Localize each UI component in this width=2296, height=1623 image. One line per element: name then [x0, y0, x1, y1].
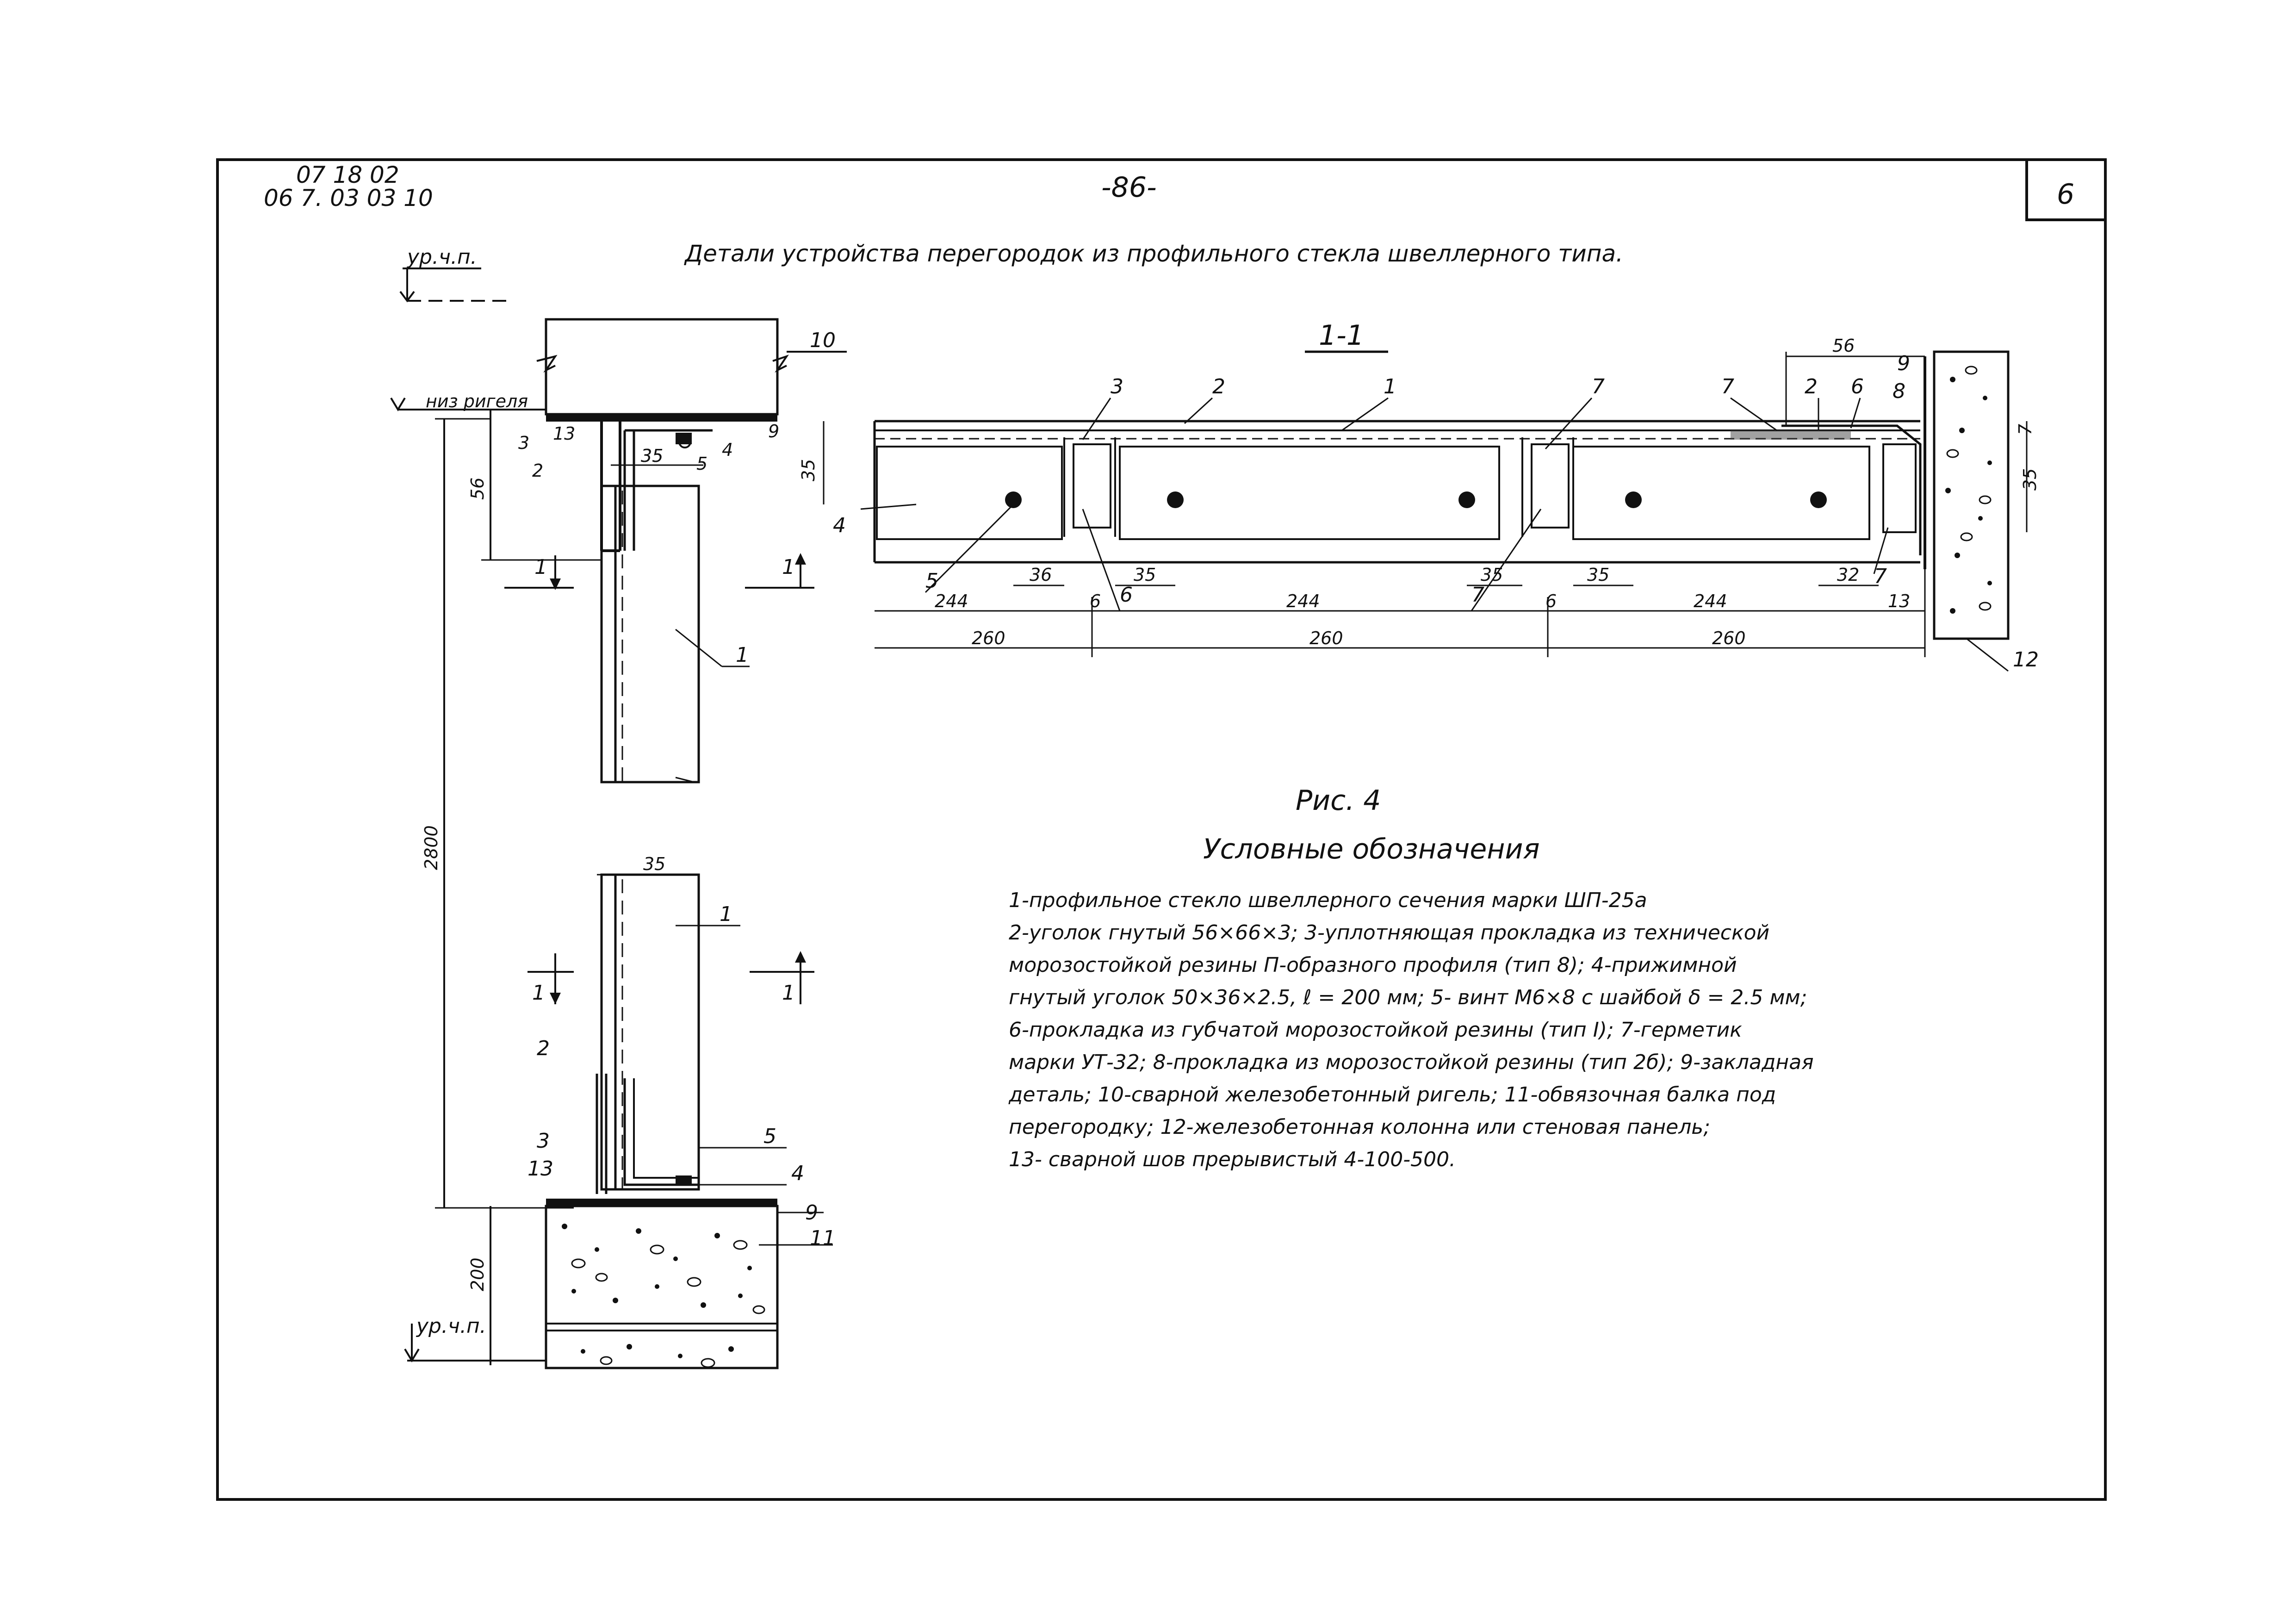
callout-5-top: 5	[696, 454, 707, 474]
elevation-top-detail: ур.ч.п. низ ригеля 56 35 1	[390, 245, 847, 784]
document-code-1: 07 18 02	[296, 162, 399, 188]
legend-line: 13- сварной шов прерывистый 4-100-500.	[1009, 1148, 1456, 1171]
dim-35-plan-left: 35	[798, 459, 819, 481]
section-marker-upper-right: 1	[782, 555, 795, 579]
dim-244-2: 244	[1286, 591, 1320, 611]
plan-callout-7-c: 7	[1471, 583, 1484, 607]
plan-callout-7-b: 7	[1721, 375, 1734, 398]
plan-callout-2: 2	[1212, 375, 1225, 398]
figure-caption: Рис. 4	[1296, 784, 1381, 817]
dim-260-2: 260	[1309, 628, 1343, 648]
plan-callout-6-b: 6	[1120, 583, 1133, 607]
callout-3-bottom: 3	[537, 1129, 550, 1153]
dim-32: 32	[1837, 565, 1859, 585]
callout-10: 10	[810, 329, 836, 352]
plan-callout-4: 4	[833, 514, 846, 537]
legend-line: морозостойкой резины П-образного профиля…	[1009, 953, 1737, 977]
sheet-number-box	[2025, 158, 2107, 221]
plan-callout-8: 8	[1893, 379, 1905, 403]
callout-1-top: 1	[736, 643, 749, 667]
plan-callout-1: 1	[1384, 375, 1396, 398]
dim-2800: 2800	[421, 825, 441, 870]
dim-200: 200	[467, 1257, 488, 1291]
legend-line: деталь; 10-сварной железобетонный ригель…	[1008, 1083, 1776, 1107]
level-label-floor: ур.ч.п.	[416, 1314, 486, 1338]
callout-35-top: 35	[641, 446, 663, 466]
callout-2-bottom: 2	[537, 1037, 550, 1060]
dim-35-top: 35	[641, 446, 663, 466]
height-dimension: 2800	[421, 418, 574, 1209]
level-label-beam: низ ригеля	[426, 391, 528, 411]
callout-3-top: 3	[518, 433, 529, 453]
sheet-number: 6	[2057, 178, 2074, 211]
dim-260-3: 260	[1712, 628, 1746, 648]
sheet-frame	[216, 158, 2107, 1501]
callout-2-top: 2	[532, 460, 543, 481]
callout-4-bottom: 4	[791, 1162, 804, 1185]
section-marker-lower-right: 1	[782, 981, 795, 1005]
dim-260-1: 260	[972, 628, 1005, 648]
concrete-beam	[545, 1205, 779, 1369]
section-marker-upper-left: 1	[534, 555, 547, 579]
plan-callout-3: 3	[1111, 375, 1123, 398]
dim-35-c: 35	[1587, 565, 1609, 585]
legend-line: 1-профильное стекло швеллерного сечения …	[1009, 889, 1647, 912]
dim-35-a: 35	[1134, 565, 1156, 585]
document-code-2: 06 7. 03 03 10	[264, 185, 433, 211]
callout-13-top: 13	[553, 423, 575, 444]
section-title: 1-1	[1319, 319, 1364, 352]
callout-9-bottom: 9	[805, 1201, 818, 1225]
callout-4-top: 4	[722, 440, 733, 460]
dim-56-elev: 56	[467, 478, 488, 500]
dim-13: 13	[1888, 591, 1910, 611]
plan-callout-6: 6	[1851, 375, 1864, 398]
elevation-bottom-detail: 35 200 ур.ч.п.	[404, 854, 836, 1369]
plan-callout-2-b: 2	[1805, 375, 1818, 398]
legend-line: марки УТ-32; 8-прокладка из морозостойко…	[1009, 1051, 1814, 1074]
callout-1-bottom: 1	[720, 902, 732, 926]
plan-section-detail: 1-1	[798, 319, 2040, 672]
legend: 1-профильное стекло швеллерного сечения …	[1008, 889, 1814, 1171]
callout-9-top: 9	[768, 421, 779, 442]
legend-line: 2-уголок гнутый 56×66×3; 3-уплотняющая п…	[1009, 921, 1769, 945]
plan-callout-5: 5	[925, 569, 938, 593]
legend-line: гнутый уголок 50×36×2.5, ℓ = 200 мм; 5- …	[1009, 986, 1807, 1009]
dim-7-plan: 7	[2015, 424, 2035, 435]
section-marker-lower-left: 1	[532, 981, 545, 1005]
dim-244-3: 244	[1694, 591, 1727, 611]
level-label-top: ур.ч.п.	[406, 245, 477, 269]
dim-56-plan: 56	[1832, 336, 1855, 356]
callout-13-bottom: 13	[527, 1157, 553, 1181]
dim-35-bottom: 35	[643, 854, 665, 874]
drawing-title: Детали устройства перегородок из профиль…	[684, 240, 1623, 267]
callout-5-bottom: 5	[763, 1125, 776, 1148]
plan-callout-12: 12	[2013, 648, 2039, 672]
callout-11: 11	[810, 1226, 836, 1250]
plan-callout-7-d: 7	[1874, 565, 1887, 588]
legend-line: перегородку; 12-железобетонная колонна и…	[1009, 1115, 1710, 1139]
plan-callout-7-a: 7	[1592, 375, 1605, 398]
page-number: -86-	[1101, 171, 1157, 204]
dim-35-plan-right: 35	[2020, 468, 2040, 491]
plan-callout-9: 9	[1897, 352, 1910, 375]
dim-244-1: 244	[935, 591, 968, 611]
dim-36: 36	[1030, 565, 1052, 585]
legend-line: 6-прокладка из губчатой морозостойкой ре…	[1009, 1018, 1742, 1042]
legend-title: Условные обозначения	[1203, 833, 1540, 865]
